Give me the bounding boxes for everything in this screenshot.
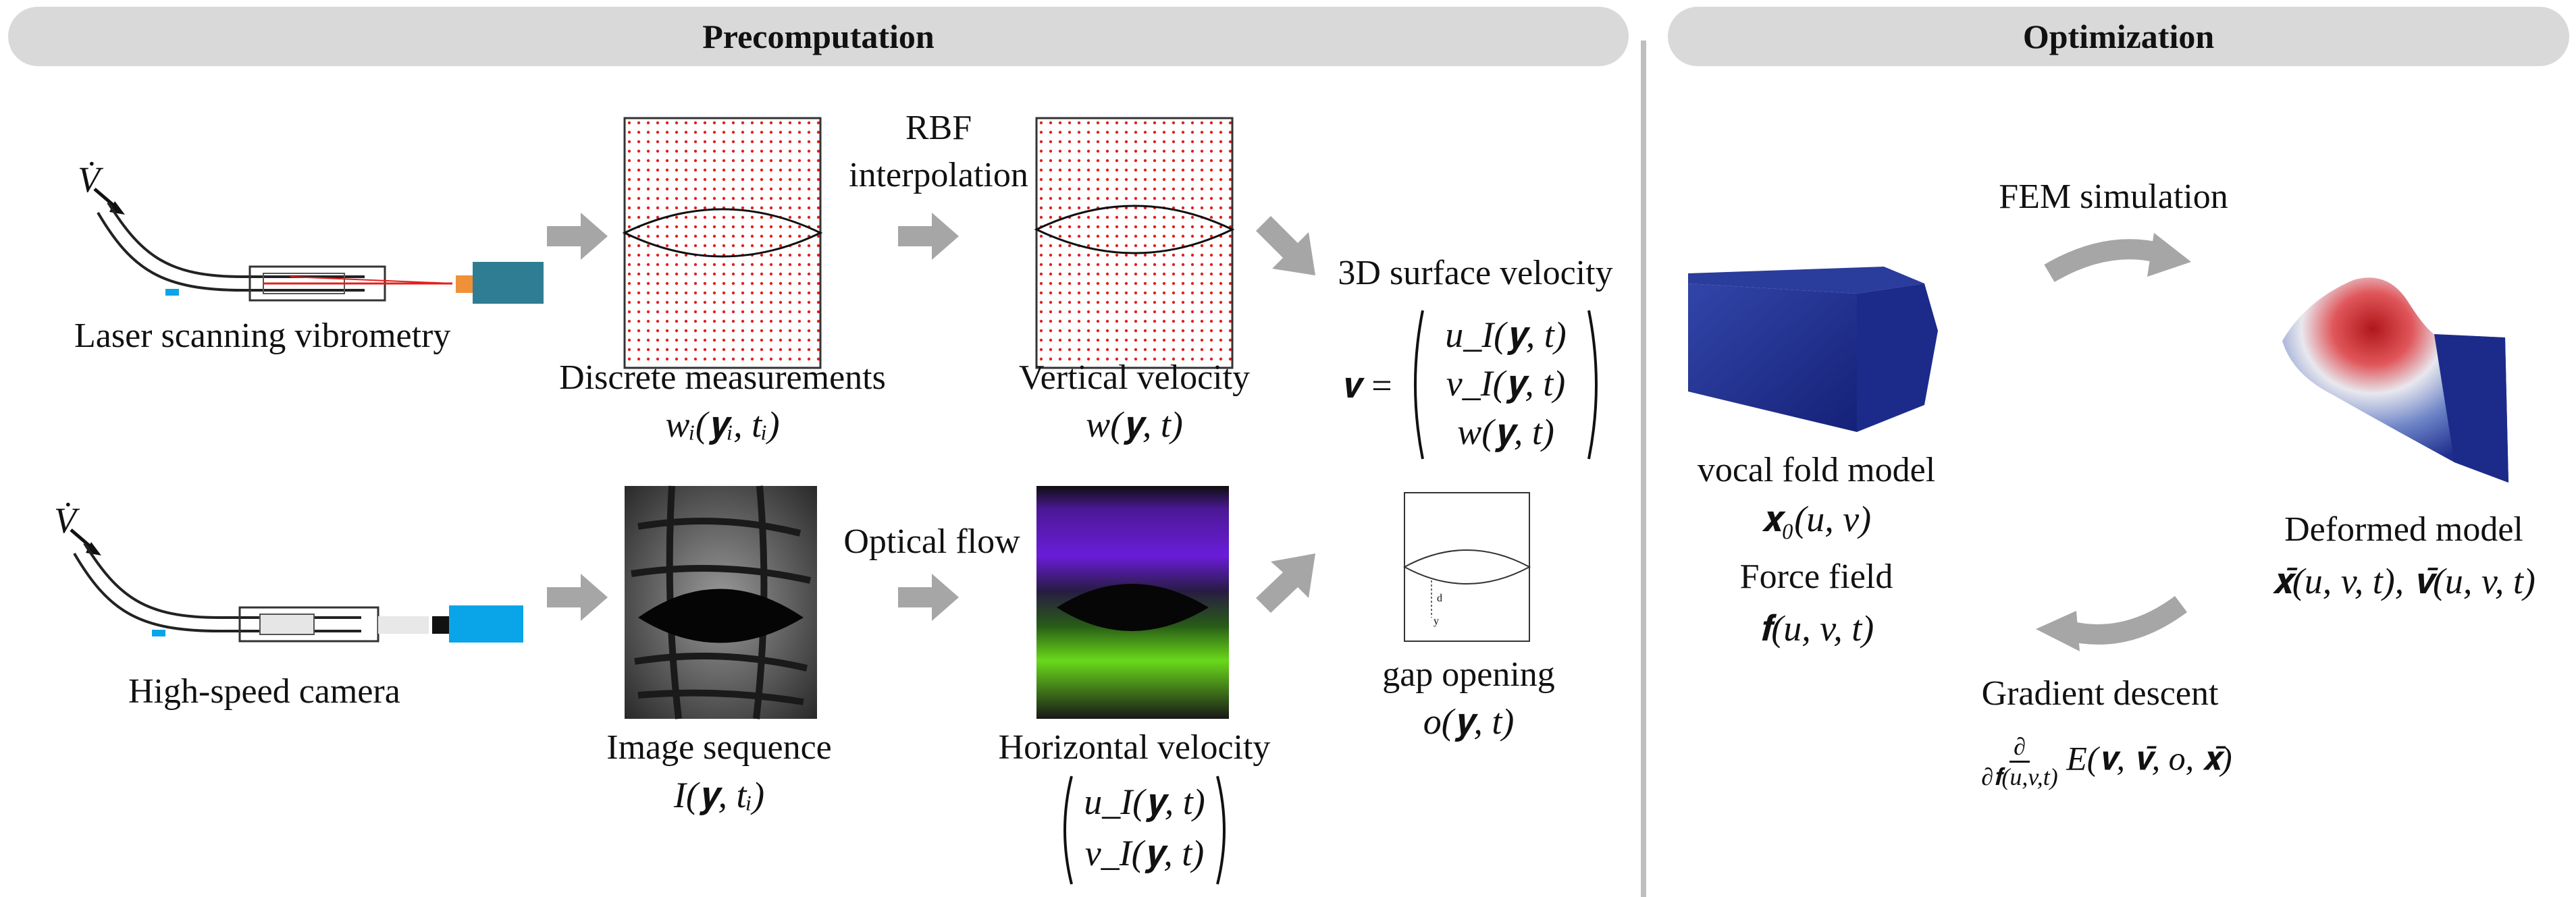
horizontal-label: Horizontal velocity: [998, 728, 1271, 767]
horizontal-vector: u_I(𝐲, t) v_I(𝐲, t): [1057, 773, 1232, 888]
gradient-expression: ∂ ∂𝐟(u,v,t) E(𝐯, 𝐯̄, o, 𝐱̄): [1945, 732, 2269, 792]
horizontal-velocity-picture: [1036, 486, 1229, 719]
horizontal-row2: v_I(𝐲, t): [1084, 833, 1205, 873]
vertical-label: Vertical velocity: [1018, 358, 1251, 397]
camera-body: [449, 605, 523, 643]
gradient-label: Gradient descent: [1981, 674, 2219, 713]
image-sequence-math: I(𝐲, tᵢ): [673, 775, 765, 815]
discrete-math: wᵢ(𝐲ᵢ, tᵢ): [665, 404, 780, 445]
surface-vector: 𝐯 = u_I(𝐲, t) v_I(𝐲, t) w(𝐲, t): [1340, 307, 1610, 462]
arrow-vertical-to-surface: [1256, 216, 1315, 275]
fem-label: FEM simulation: [1999, 178, 2228, 216]
optimization-title: Optimization: [2022, 18, 2215, 55]
horizontal-row1: u_I(𝐲, t): [1084, 782, 1205, 822]
surface-label: 3D surface velocity: [1338, 254, 1613, 292]
arrow-horizontal-to-surface: [1256, 553, 1315, 613]
discrete-measurements-grid: [622, 117, 823, 369]
laser-volume-flow-symbol: V̇: [78, 159, 100, 200]
surface-row2: v_I(𝐲, t): [1446, 363, 1566, 404]
laser-label: Laser scanning vibrometry: [74, 317, 451, 355]
vocal-fold-mesh: [1688, 267, 1938, 432]
gradient-denominator: ∂𝐟(u,v,t): [1981, 763, 2058, 790]
precomputation-title: Precomputation: [702, 18, 935, 55]
rbf-line1: RBF: [905, 109, 972, 147]
gap-opening-sketch: [1402, 492, 1531, 642]
image-sequence-label: Image sequence: [606, 728, 832, 767]
precomputation-header: Precomputation: [8, 7, 1629, 66]
vertical-velocity-grid: [1034, 117, 1235, 369]
discrete-label: Discrete measurements: [559, 358, 886, 397]
optical-flow-label: Optical flow: [843, 522, 1020, 561]
gradient-fraction: ∂ ∂𝐟(u,v,t): [1981, 732, 2057, 792]
force-math: 𝐟(u, v, t): [1758, 608, 1874, 649]
camera-label: High-speed camera: [128, 672, 400, 711]
surface-row1: u_I(𝐲, t): [1445, 315, 1567, 355]
laser-head: [473, 262, 544, 304]
gap-label: gap opening: [1382, 655, 1555, 694]
vertical-math: w(𝐲, t): [1086, 404, 1183, 445]
gradient-arrow: [2036, 595, 2187, 651]
force-label: Force field: [1739, 558, 1893, 596]
vocal-label: vocal fold model: [1697, 451, 1936, 489]
image-sequence-picture: [625, 485, 817, 719]
arrow-laser-to-measurements: [547, 213, 608, 260]
laser-lens: [456, 275, 473, 293]
gap-math: o(𝐲, t): [1423, 701, 1515, 742]
camera-lens: [432, 616, 449, 634]
camera-volume-flow-symbol: V̇: [54, 500, 76, 541]
deformed-label: Deformed model: [2284, 510, 2523, 549]
gradient-numerator: ∂: [2009, 732, 2030, 763]
deformed-mesh: [2282, 277, 2508, 483]
deformed-math: 𝐱̄(u, v, t), 𝐯̄(u, v, t): [2272, 561, 2535, 601]
arrow-images-to-horizontal: [898, 574, 959, 621]
optimization-header: Optimization: [1668, 7, 2569, 66]
arrow-measurements-to-vertical: [898, 213, 959, 260]
surface-lhs: 𝐯 =: [1340, 365, 1394, 406]
rbf-line2: interpolation: [849, 156, 1028, 194]
section-divider: [1641, 40, 1646, 897]
arrow-camera-to-images: [547, 574, 608, 621]
surface-row3: w(𝐲, t): [1457, 412, 1554, 452]
vocal-math: 𝐱₀(u, v): [1761, 499, 1872, 539]
gradient-energy: E(𝐯, 𝐯̄, o, 𝐱̄): [2066, 739, 2232, 778]
gap-d-label: d: [1437, 593, 1442, 604]
laser-vibrometry-device: [93, 188, 544, 304]
high-speed-camera-device: [70, 528, 523, 643]
gap-y-label: y: [1434, 616, 1439, 627]
fem-arrow: [2044, 233, 2191, 282]
